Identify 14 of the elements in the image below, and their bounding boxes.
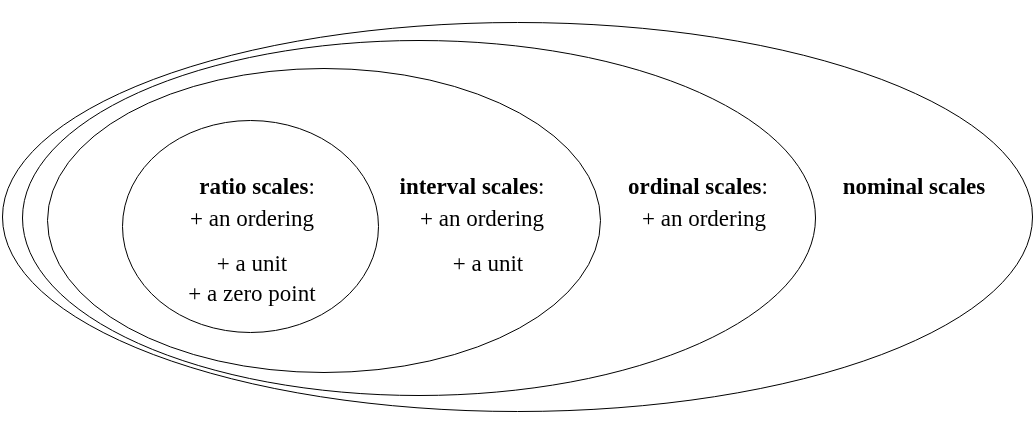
property-text: + a unit xyxy=(216,251,288,275)
scale-heading: nominal scales xyxy=(842,174,986,198)
scale-heading: interval scales: xyxy=(399,174,545,198)
property-text: + an ordering xyxy=(641,206,767,230)
property-text: + an ordering xyxy=(189,206,315,230)
scale-ellipse xyxy=(22,40,816,396)
property-text: + a unit xyxy=(452,251,524,275)
scale-ellipse xyxy=(122,120,379,333)
property-text: + a zero point xyxy=(188,281,316,305)
scale-ellipse xyxy=(2,22,1033,412)
scale-ellipse xyxy=(47,68,601,373)
scale-heading: ratio scales: xyxy=(199,174,315,198)
scale-heading: ordinal scales: xyxy=(628,174,768,198)
property-text: + an ordering xyxy=(419,206,545,230)
